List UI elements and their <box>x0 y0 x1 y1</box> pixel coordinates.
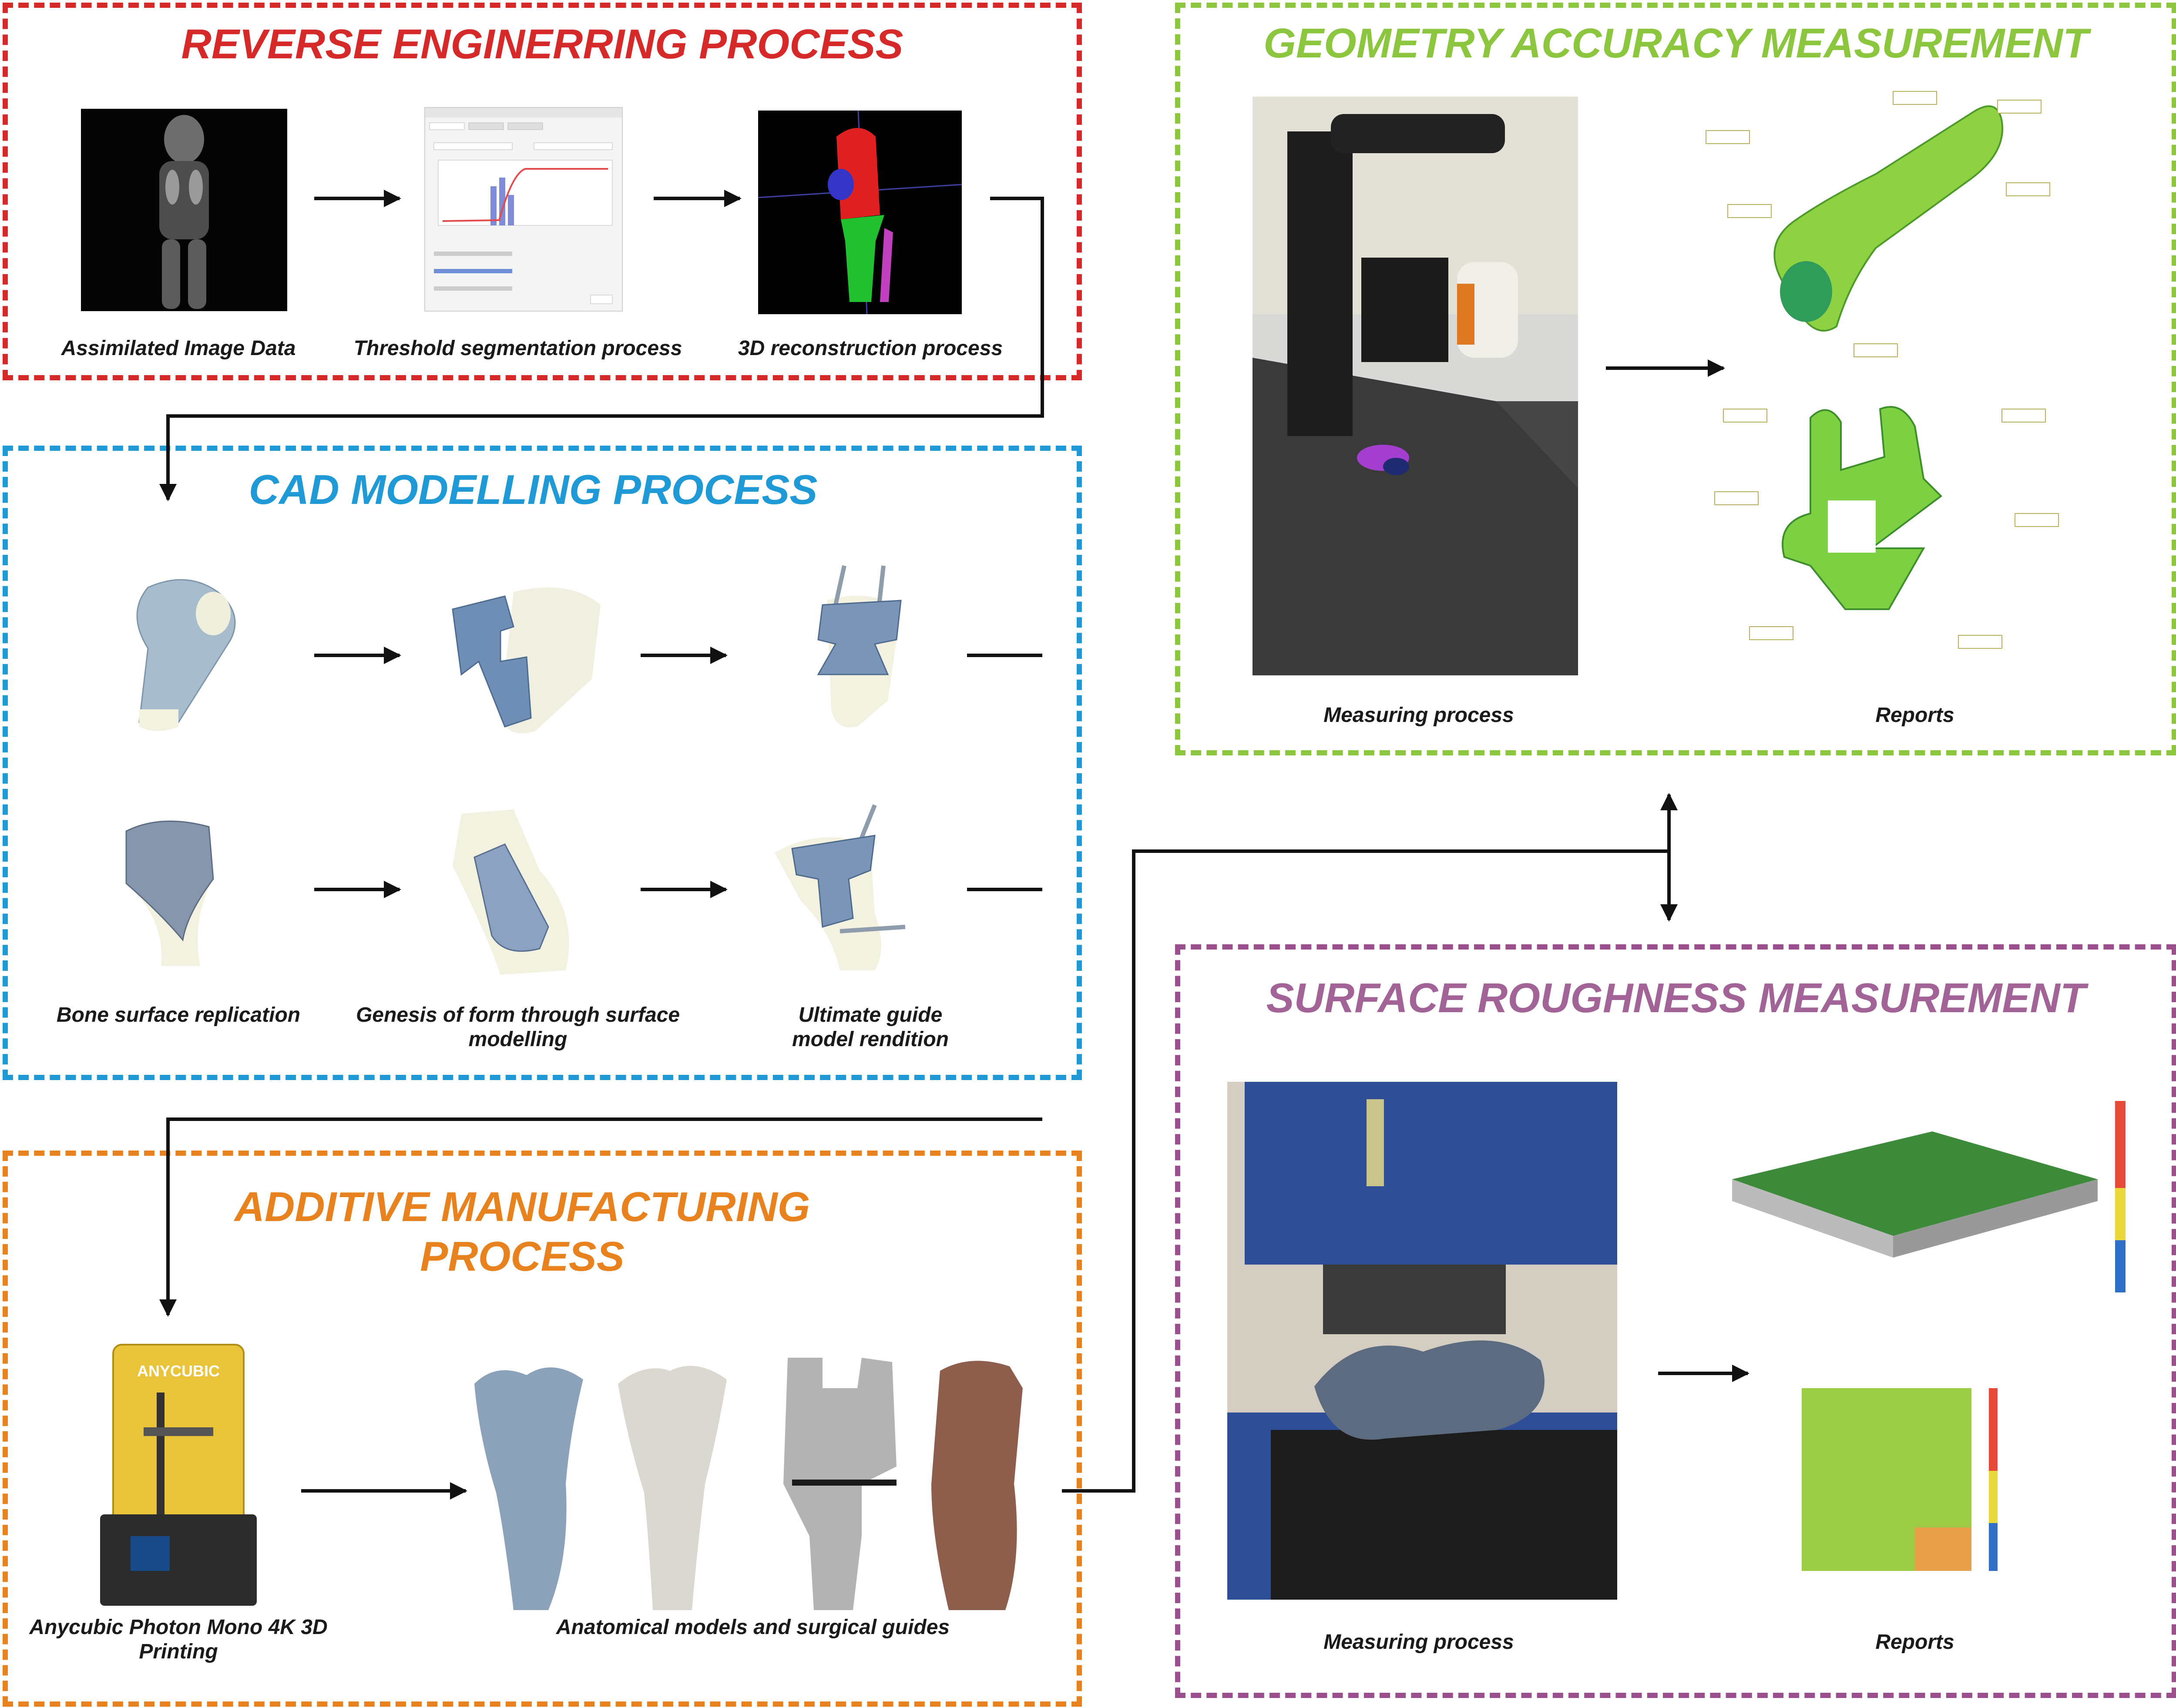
cad-modelling-frame <box>3 446 1082 1080</box>
additive-manufacturing-title-line2: PROCESS <box>420 1233 625 1280</box>
geometry-report-guide <box>1697 383 2080 688</box>
connector-re-to-cad <box>159 197 1044 501</box>
caption-geometry-measuring: Measuring process <box>1323 704 1514 727</box>
surface-model-image-2 <box>435 805 601 979</box>
bone-surface-image-1 <box>100 566 265 740</box>
roughness-2d-report <box>1784 1384 2011 1584</box>
geometry-accuracy-title: GEOMETRY ACCURACY MEASUREMENT <box>1263 20 2089 67</box>
surface-model-image-1 <box>426 574 609 744</box>
caption-geometry-reports: Reports <box>1875 704 1954 727</box>
caption-final-guide: Ultimate guide model rendition <box>792 1003 949 1051</box>
additive-manufacturing-title-line1: ADDITIVE MANUFACTURING <box>234 1184 810 1230</box>
roughness-3d-report <box>1706 1079 2150 1305</box>
reverse-engineering-frame <box>3 3 1082 380</box>
roughness-measuring-photo <box>1227 1082 1617 1600</box>
surface-roughness-title: SURFACE ROUGHNESS MEASUREMENT <box>1266 975 2086 1021</box>
caption-printed-models: Anatomical models and surgical guides <box>556 1616 950 1639</box>
caption-image-data: Assimilated Image Data <box>61 337 296 360</box>
caption-bone-surface-replication: Bone surface replication <box>56 1003 301 1027</box>
printer-brand-label: ANYCUBIC <box>137 1362 220 1380</box>
additive-manufacturing-frame <box>3 1151 1082 1707</box>
geometry-report-femur <box>1693 65 2067 370</box>
caption-surface-modelling: Genesis of form through surface modellin… <box>356 1003 680 1051</box>
geometry-measuring-photo <box>1253 97 1578 675</box>
caption-threshold-segmentation: Threshold segmentation process <box>353 337 682 360</box>
connector-am-to-measurement <box>1062 849 1669 1493</box>
final-guide-image-1 <box>792 561 923 735</box>
caption-roughness-measuring: Measuring process <box>1323 1631 1514 1654</box>
cad-modelling-title: CAD MODELLING PROCESS <box>248 466 818 513</box>
3d-reconstruction-image <box>758 111 962 314</box>
bone-surface-image-2 <box>100 805 257 975</box>
caption-roughness-reports: Reports <box>1875 1631 1954 1654</box>
caption-3d-reconstruction: 3D reconstruction process <box>738 337 1003 360</box>
connector-cad-to-am <box>159 1117 1042 1317</box>
caption-3d-printing: Anycubic Photon Mono 4K 3D Printing <box>29 1616 328 1663</box>
threshold-segmentation-screenshot <box>424 107 623 312</box>
reverse-engineering-title: REVERSE ENGINERRING PROCESS <box>181 21 903 67</box>
3d-printer-image: ANYCUBIC <box>91 1340 265 1610</box>
surface-roughness-frame <box>1175 944 2176 1698</box>
mri-scan-image <box>81 109 287 311</box>
printed-models-image <box>470 1353 1062 1619</box>
final-guide-image-2 <box>766 801 949 975</box>
geometry-accuracy-frame <box>1175 3 2176 755</box>
